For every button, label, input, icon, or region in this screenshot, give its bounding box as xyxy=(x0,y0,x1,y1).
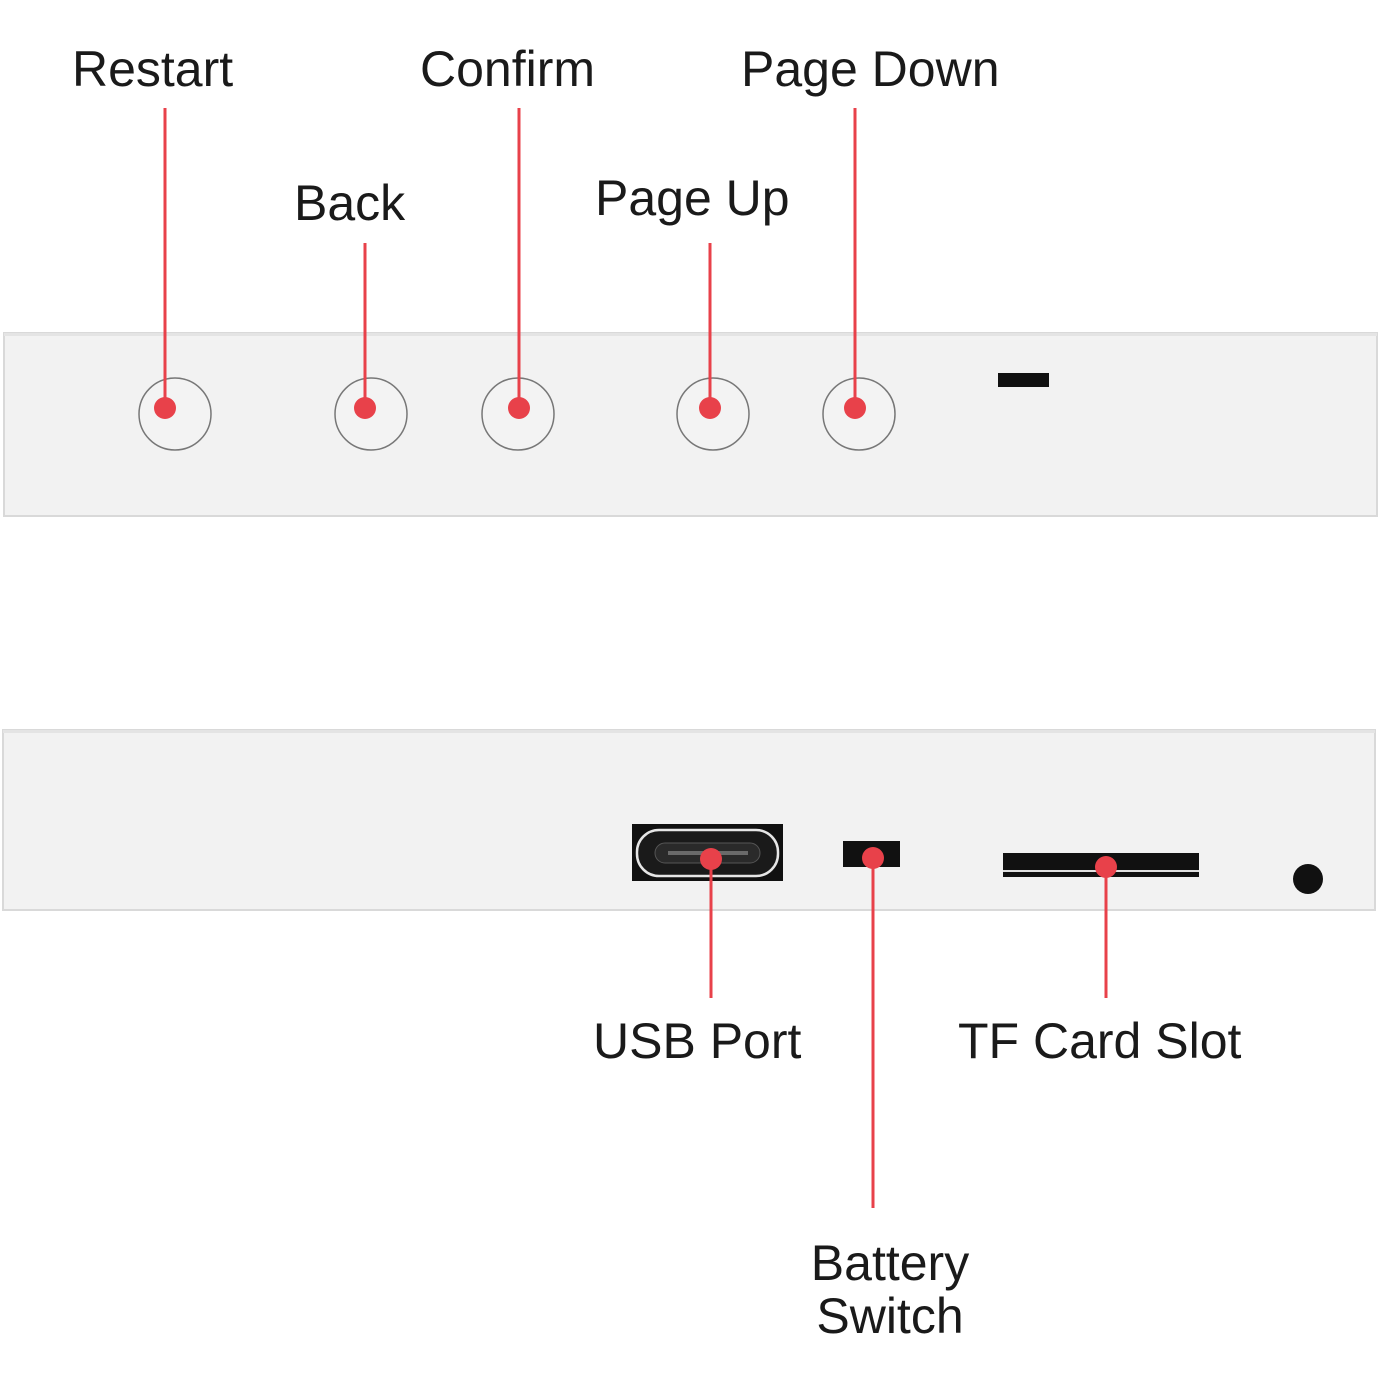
bottom-callouts xyxy=(700,847,1117,1208)
callout-dot-back xyxy=(354,397,376,419)
callout-dot-tf xyxy=(1095,856,1117,878)
label-tf-card-slot: TF Card Slot xyxy=(958,1013,1242,1069)
label-restart: Restart xyxy=(72,41,234,97)
callout-dot-restart xyxy=(154,397,176,419)
top-callouts xyxy=(154,108,866,419)
bottom-panel xyxy=(2,729,1376,911)
label-confirm: Confirm xyxy=(420,41,596,97)
button-restart[interactable] xyxy=(138,377,212,451)
callout-dot-usb xyxy=(700,848,722,870)
callout-dot-page-down xyxy=(844,397,866,419)
label-battery-line1: Battery xyxy=(810,1235,970,1291)
button-circle-icon xyxy=(138,377,212,451)
label-usb-port: USB Port xyxy=(593,1013,802,1069)
label-battery-switch: Battery Switch xyxy=(790,1237,990,1342)
indicator-slot-icon xyxy=(998,373,1049,387)
callout-dot-confirm xyxy=(508,397,530,419)
round-hole-icon xyxy=(1293,864,1323,894)
callout-dot-battery xyxy=(862,847,884,869)
callout-dot-page-up xyxy=(699,397,721,419)
label-back: Back xyxy=(294,175,406,231)
label-page-up: Page Up xyxy=(595,170,790,226)
label-page-down: Page Down xyxy=(741,41,1000,97)
label-battery-line2: Switch xyxy=(816,1287,964,1344)
